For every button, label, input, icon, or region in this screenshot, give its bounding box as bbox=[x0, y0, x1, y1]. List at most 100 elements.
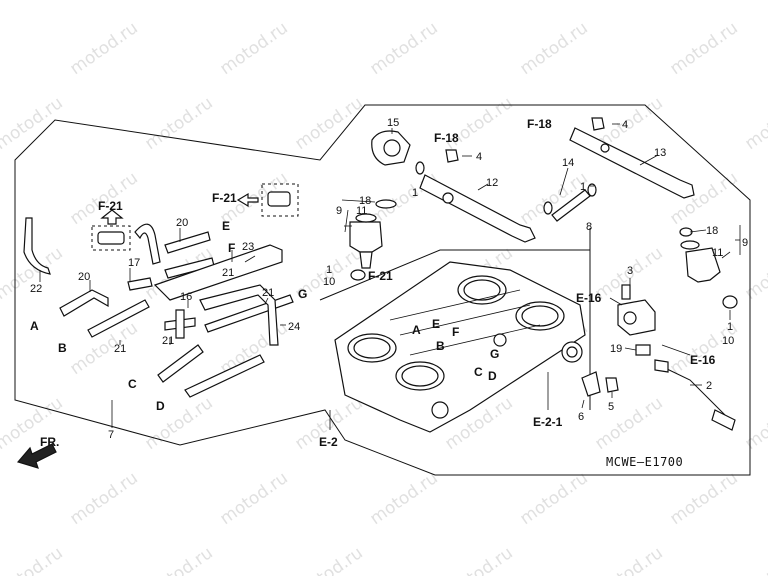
watermark-text: motod.ru bbox=[741, 93, 768, 154]
ref-label-e16: E-16 bbox=[690, 353, 716, 367]
watermark-text: motod.ru bbox=[366, 18, 441, 79]
front-direction-label: FR. bbox=[40, 435, 59, 449]
hose-letter-a: A bbox=[30, 319, 39, 333]
part-label-16: 16 bbox=[180, 291, 192, 303]
watermark-text: motod.ru bbox=[591, 393, 666, 454]
ref-label-f21: F-21 bbox=[98, 199, 123, 213]
part-label-4: 4 bbox=[476, 151, 482, 163]
vacuum-hose-group bbox=[23, 209, 294, 398]
watermark-text: motod.ru bbox=[666, 168, 741, 229]
watermark-text: motod.ru bbox=[591, 0, 666, 4]
part-label-20: 20 bbox=[176, 217, 188, 229]
part-label-1: 1 bbox=[727, 321, 733, 333]
part-label-13: 13 bbox=[654, 147, 666, 159]
part-label-11: 11 bbox=[356, 205, 367, 217]
watermark-text: motod.ru bbox=[66, 18, 141, 79]
ref-label-f21: F-21 bbox=[212, 191, 237, 205]
part-label-10: 10 bbox=[323, 276, 335, 288]
watermark-text: motod.ru bbox=[741, 0, 768, 4]
part-label-19: 19 bbox=[610, 343, 622, 355]
part-label-18: 18 bbox=[359, 195, 371, 207]
part-label-18: 18 bbox=[706, 225, 718, 237]
hose-end-letters: A B C D E F G bbox=[30, 219, 307, 413]
port-letters: A B C D E F G bbox=[412, 317, 499, 383]
part-label-22: 22 bbox=[30, 283, 42, 295]
part-label-9: 9 bbox=[742, 237, 748, 249]
hose-letter-c: C bbox=[128, 377, 137, 391]
part-label-8: 8 bbox=[586, 221, 592, 233]
watermark-text: motod.ru bbox=[291, 543, 366, 576]
part-label-21: 21 bbox=[262, 287, 274, 299]
part-label-12: 12 bbox=[486, 177, 498, 189]
part-label-14: 14 bbox=[562, 157, 574, 169]
watermark-text: motod.ru bbox=[291, 93, 366, 154]
watermark-text: motod.ru bbox=[666, 468, 741, 529]
part-label-24: 24 bbox=[288, 321, 300, 333]
throttle-body-frame bbox=[319, 228, 591, 410]
part-label-15: 15 bbox=[387, 117, 399, 129]
part-label-11: 11 bbox=[712, 247, 723, 259]
watermark-text: motod.ru bbox=[666, 18, 741, 79]
part-label-9: 9 bbox=[336, 205, 342, 217]
part-label-1: 1 bbox=[412, 187, 418, 199]
part-label-5: 5 bbox=[608, 401, 614, 413]
ref-label-e16: E-16 bbox=[576, 291, 602, 305]
part-label-21: 21 bbox=[222, 267, 234, 279]
watermark-text: motod.ru bbox=[441, 0, 516, 4]
watermark-text: motod.ru bbox=[216, 468, 291, 529]
hose-letter-b: B bbox=[58, 341, 67, 355]
injector-group bbox=[349, 199, 738, 309]
port-letter-e: E bbox=[432, 317, 440, 331]
watermark-text: motod.ru bbox=[0, 93, 67, 154]
part-label-2: 2 bbox=[706, 380, 712, 392]
part-number-labels: 15 4 1 12 4 13 14 1 8 18 9 11 1 10 18 11… bbox=[30, 117, 748, 441]
watermark-text: motod.ru bbox=[441, 543, 516, 576]
port-letter-b: B bbox=[436, 339, 445, 353]
watermark-text: motod.ru bbox=[741, 243, 768, 304]
part-label-6: 6 bbox=[578, 411, 584, 423]
part-label-4: 4 bbox=[622, 119, 628, 131]
watermark-text: motod.ru bbox=[141, 0, 216, 4]
watermark-text: motod.ru bbox=[216, 18, 291, 79]
watermark-text: motod.ru bbox=[591, 543, 666, 576]
part-label-1: 1 bbox=[580, 181, 586, 193]
diagram-code: MCWE–E1700 bbox=[606, 455, 683, 469]
watermark-text: motod.ru bbox=[141, 543, 216, 576]
watermark-text: motod.ru bbox=[366, 468, 441, 529]
front-direction-arrow: FR. bbox=[16, 435, 59, 469]
ref-label-f21: F-21 bbox=[368, 269, 393, 283]
part-label-23: 23 bbox=[242, 241, 254, 253]
watermark-text: motod.ru bbox=[141, 93, 216, 154]
ref-arrow-f21 bbox=[236, 183, 299, 217]
watermark-text: motod.ru bbox=[516, 18, 591, 79]
fuel-rail-group bbox=[371, 117, 695, 243]
leader-lines bbox=[39, 123, 741, 430]
throttle-body bbox=[334, 261, 586, 433]
part-label-20: 20 bbox=[78, 271, 90, 283]
ref-label-e2: E-2 bbox=[319, 435, 338, 449]
watermark-text: motod.ru bbox=[66, 468, 141, 529]
hose-letter-g: G bbox=[298, 287, 307, 301]
assembly-frame bbox=[14, 104, 751, 476]
part-label-21: 21 bbox=[114, 343, 126, 355]
port-letter-d: D bbox=[488, 369, 497, 383]
part-label-10: 10 bbox=[722, 335, 734, 347]
part-label-17: 17 bbox=[128, 257, 140, 269]
hose-letter-f: F bbox=[228, 241, 235, 255]
watermark-text: motod.ru bbox=[291, 0, 366, 4]
ref-label-f18: F-18 bbox=[527, 117, 552, 131]
port-letter-f: F bbox=[452, 325, 459, 339]
ref-label-f18: F-18 bbox=[434, 131, 459, 145]
watermark-text: motod.ru bbox=[366, 168, 441, 229]
ref-label-e21: E-2-1 bbox=[533, 415, 563, 429]
part-label-21: 21 bbox=[162, 335, 174, 347]
sensor-group bbox=[581, 284, 736, 431]
part-label-3: 3 bbox=[627, 265, 633, 277]
port-letter-c: C bbox=[474, 365, 483, 379]
watermark-text: motod.ru bbox=[0, 543, 67, 576]
watermark-text: motod.ru bbox=[741, 393, 768, 454]
watermark-text: motod.ru bbox=[516, 468, 591, 529]
hose-letter-e: E bbox=[222, 219, 230, 233]
